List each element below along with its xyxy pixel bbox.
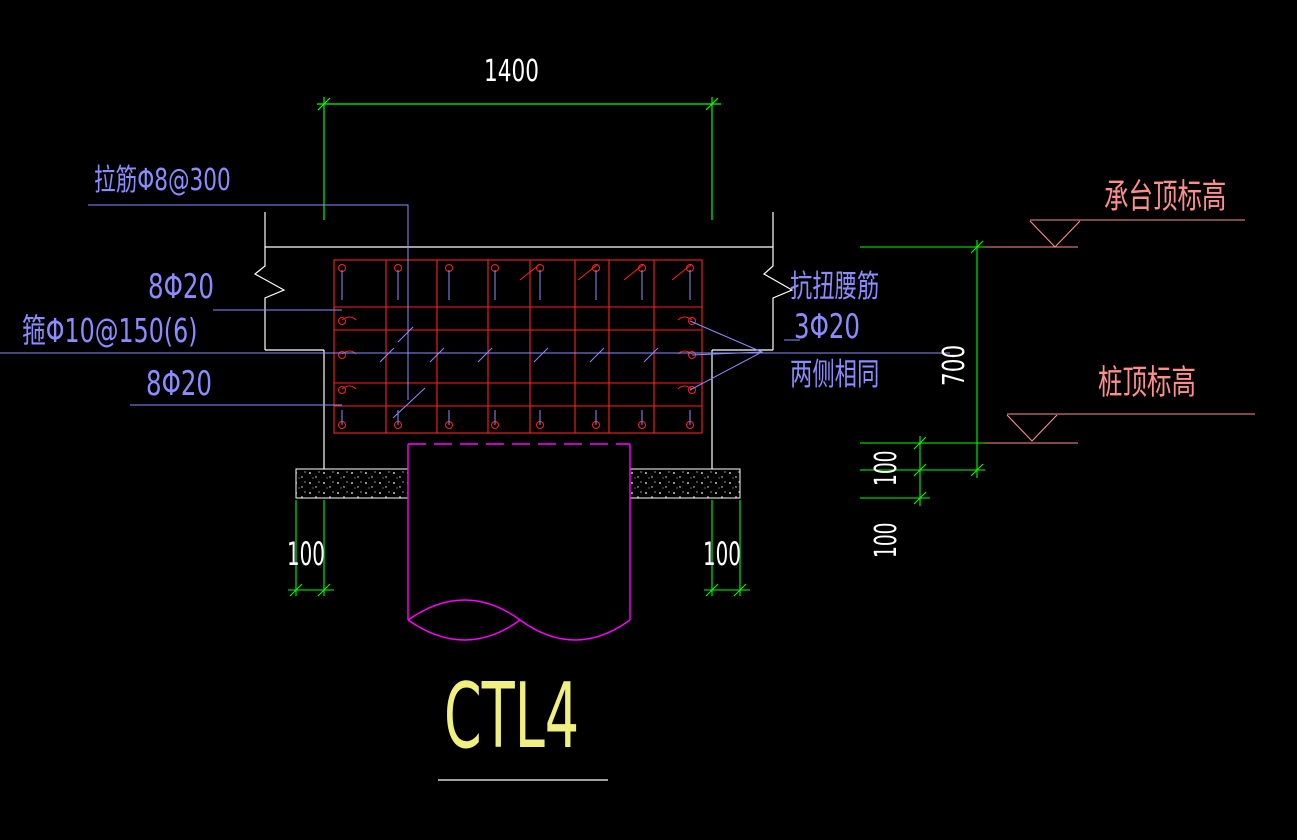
bottom-bars-label: 8Φ20: [146, 364, 213, 404]
torsion-label-1: 抗扭腰筋: [790, 269, 880, 305]
dim-100-left-label: 100: [287, 535, 325, 573]
beam-outline: [253, 212, 794, 470]
dimension-right: [860, 240, 985, 506]
tie-bars: [341, 270, 691, 425]
drawing-title: CTL4: [444, 664, 580, 769]
dimension-1400: [317, 97, 721, 220]
torsion-label-3: 两侧相同: [790, 357, 880, 393]
leader-lines: [0, 204, 950, 406]
rebar-cage: [333, 259, 703, 434]
dimension-bottom-left: [288, 500, 334, 597]
pile: [407, 443, 631, 641]
top-bars-label: 8Φ20: [148, 267, 215, 307]
dim-100-right-b-label: 100: [869, 522, 904, 558]
dim-100-right-a-label: 100: [869, 450, 904, 486]
cap-top-elevation-label: 承台顶标高: [1104, 177, 1227, 217]
torsion-label-2: 3Φ20: [794, 307, 861, 347]
dimension-bottom-right: [704, 500, 750, 597]
elevation-markers: [985, 219, 1255, 444]
dim-100-right-label: 100: [703, 535, 741, 573]
tie-bar-label: 拉筋Φ8@300: [94, 163, 231, 198]
rebar-hooks: [341, 263, 693, 390]
cushion-right: [629, 468, 741, 499]
pile-top-elevation-label: 桩顶标高: [1098, 363, 1196, 403]
dim-700-label: 700: [937, 344, 972, 386]
stirrup-label: 箍Φ10@150(6): [22, 311, 198, 350]
dim-1400-label: 1400: [484, 54, 539, 89]
cushion-left: [295, 468, 409, 499]
